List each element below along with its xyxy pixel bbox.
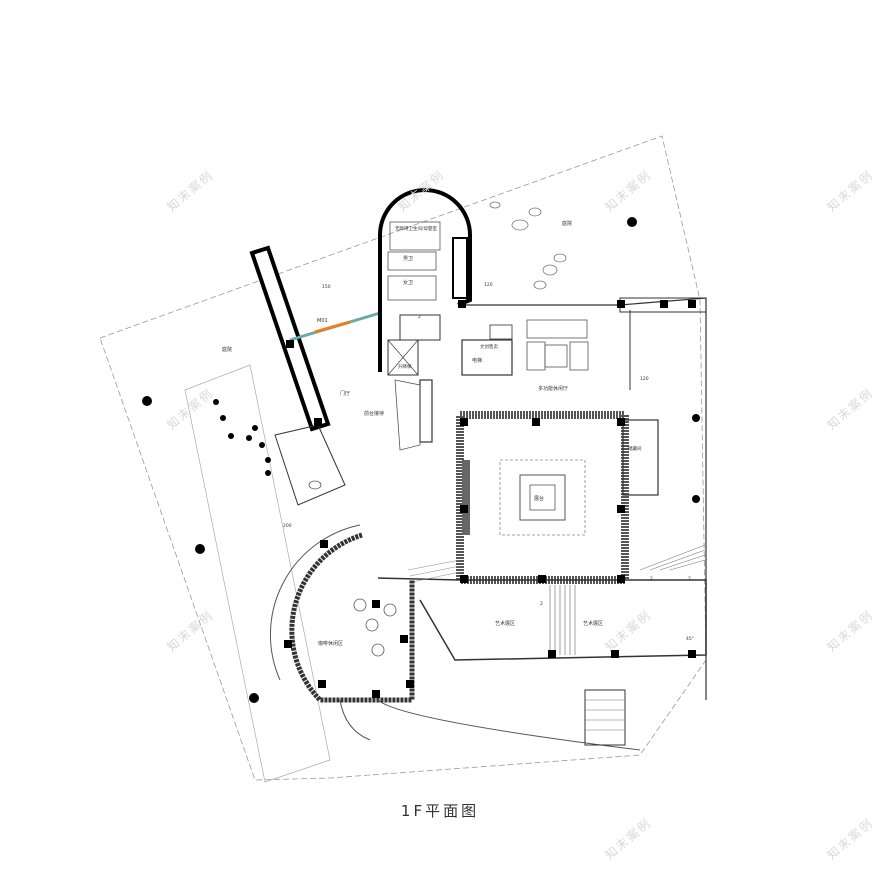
label-entrance: 门厅 — [340, 390, 350, 397]
label-elevator: 电梯 — [472, 357, 482, 364]
label-storage: 储藏间 — [628, 445, 642, 452]
dim-120b: 120 — [640, 376, 649, 382]
dim-45: 45° — [686, 636, 694, 642]
dim-2d: 2 — [418, 314, 421, 320]
label-exhibit-b: 艺术展区 — [583, 620, 603, 627]
dim-150: 150 — [322, 284, 331, 290]
right-stair — [639, 544, 706, 571]
dim-120: 120 — [484, 282, 493, 288]
wc-block-wall — [378, 188, 472, 372]
dim-200: 200 — [283, 523, 292, 529]
label-wc-male: 男卫 — [403, 256, 413, 262]
lobby-outline — [458, 297, 707, 700]
label-exhibit-a: 艺术展区 — [495, 620, 515, 627]
trees — [142, 217, 700, 703]
landscape-strip — [184, 364, 331, 783]
structural-columns — [284, 300, 696, 698]
label-cafe: 咖啡休闲区 — [318, 640, 343, 647]
dim-2b: 2 — [650, 576, 653, 582]
dim-2c: 2 — [688, 576, 691, 582]
exhibit-hall-outline — [377, 577, 707, 661]
label-wc-top: 无障碍卫生间/母婴室 — [395, 225, 438, 232]
label-lobby: 多功能休闲厅 — [538, 385, 568, 392]
plan-caption: 1F平面图 — [400, 802, 480, 820]
label-center-stage: 展台 — [534, 495, 544, 502]
label-door-tag: M01 — [317, 318, 328, 324]
label-wc-female: 女卫 — [403, 279, 413, 286]
dim-2a: 2 — [540, 601, 543, 607]
label-courtyard-right: 庭院 — [562, 220, 572, 227]
label-reception: 前台接待 — [364, 410, 384, 417]
label-shop: 文创售卖 — [480, 343, 498, 350]
site-boundary — [99, 135, 707, 781]
label-courtyard-left: 庭院 — [222, 346, 232, 353]
cafe-curve-wall — [289, 532, 415, 703]
label-lift: 升降梯 — [398, 363, 412, 370]
